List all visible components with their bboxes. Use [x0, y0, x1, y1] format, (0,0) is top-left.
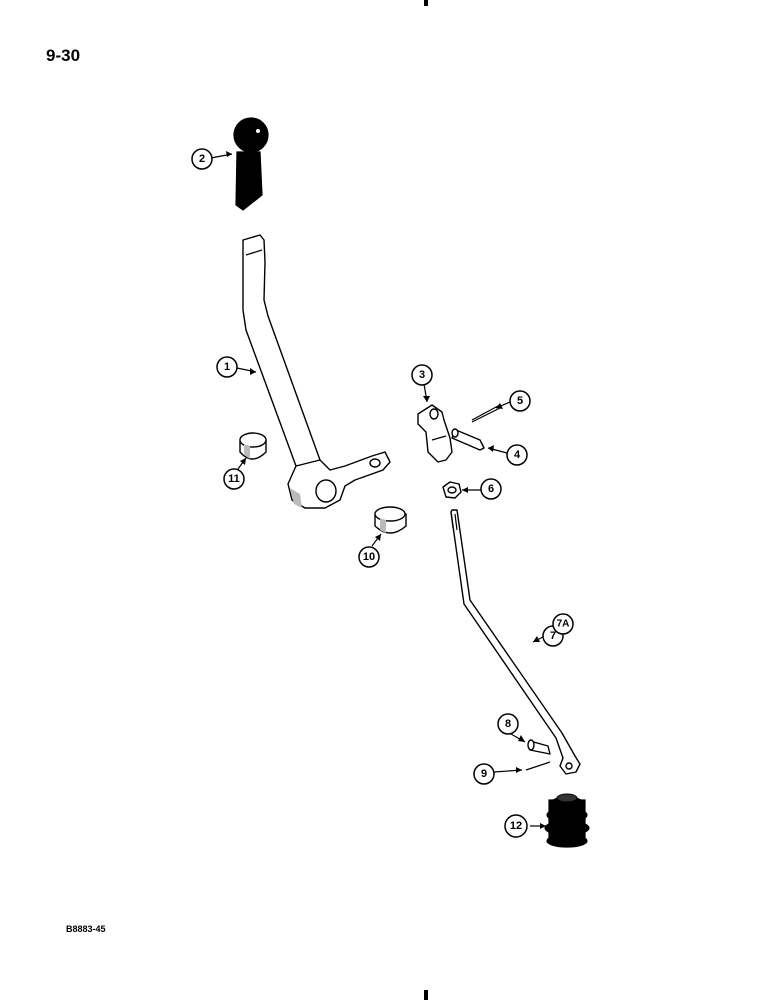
part-5-cotter-pin: [471, 405, 501, 423]
registration-mark-bottom: [424, 990, 428, 1000]
svg-text:7: 7: [550, 630, 556, 642]
svg-text:9: 9: [481, 768, 487, 780]
svg-text:7A: 7A: [557, 619, 570, 630]
svg-text:3: 3: [419, 369, 425, 381]
callout-9: 9: [473, 763, 495, 785]
part-4-pin: [451, 428, 485, 451]
svg-text:11: 11: [228, 473, 240, 485]
svg-text:5: 5: [517, 395, 523, 407]
callout-10: 12: [504, 814, 528, 838]
svg-text:8: 8: [505, 718, 511, 730]
svg-text:10: 10: [363, 551, 375, 563]
part-7-rod: [450, 509, 581, 775]
part-6-nut: [442, 481, 462, 499]
callout-12: 11: [223, 468, 245, 490]
callout-4: 4: [506, 444, 528, 466]
callout-3: 3: [411, 364, 433, 386]
callout-8: 8: [497, 713, 519, 735]
part-10-boot: [544, 793, 590, 848]
part-2-knob: [233, 117, 269, 211]
leader-lines: [210, 151, 563, 829]
svg-text:1: 1: [224, 361, 230, 373]
svg-text:12: 12: [510, 820, 522, 832]
callout-7a: 7A: [552, 613, 574, 635]
page-number: 9-30: [46, 46, 81, 65]
callout-2: 2: [191, 148, 213, 170]
svg-text:4: 4: [514, 449, 521, 461]
figure-code: B8883-45: [66, 924, 106, 934]
callout-6: 6: [480, 478, 502, 500]
part-8-pin: [527, 739, 551, 755]
part-1-lever: [242, 234, 391, 509]
part-11-bushing: [374, 506, 407, 534]
callout-5: 5: [509, 390, 531, 412]
callout-1: 1: [216, 356, 238, 378]
part-12-bushing: [239, 432, 267, 460]
callout-11: 10: [358, 546, 380, 568]
svg-text:6: 6: [488, 483, 494, 495]
registration-mark-top: [424, 0, 428, 6]
part-9-cotter-pin: [525, 761, 551, 771]
svg-text:2: 2: [199, 153, 205, 165]
part-3-clevis: [417, 404, 453, 463]
